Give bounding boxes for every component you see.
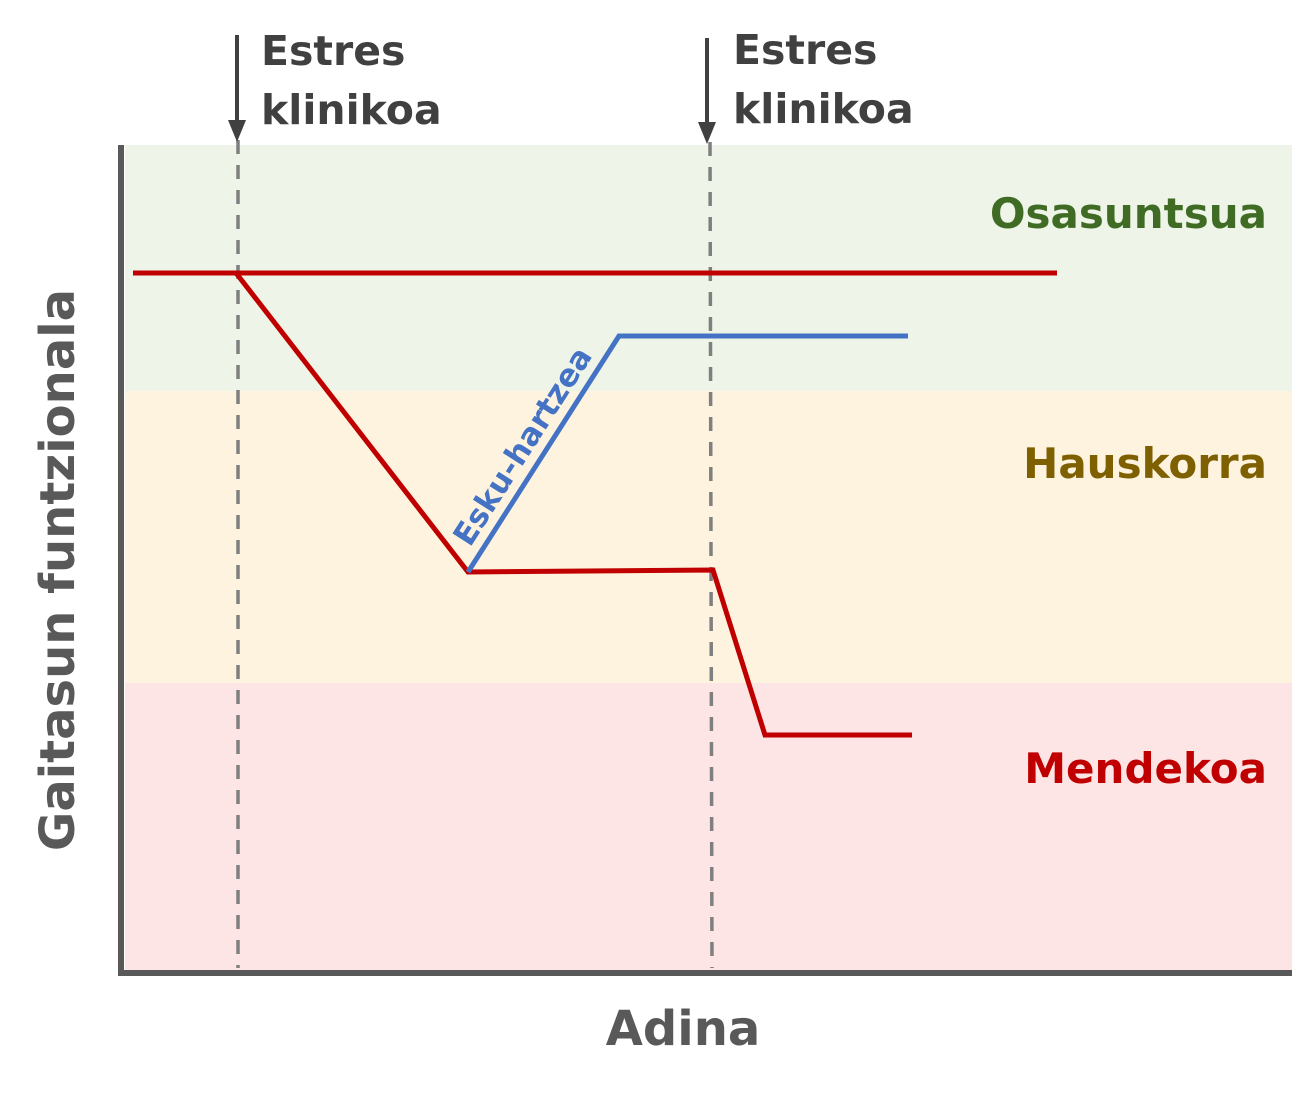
zone-label-frail: Hauskorra	[1023, 439, 1267, 488]
zone-healthy-band	[125, 145, 1292, 391]
declining-trajectory	[234, 271, 912, 738]
stress-dashed-line-2	[708, 141, 714, 969]
zone-label-healthy: Osasuntsua	[990, 189, 1267, 238]
stress-label-1-line1: Estres	[261, 27, 405, 75]
zone-dependent-band	[125, 683, 1292, 970]
stress-label-1-line2: klinikoa	[261, 86, 442, 134]
stress-arrow-1	[228, 35, 246, 142]
arrow-down-icon	[698, 122, 716, 144]
y-axis-label: Gaitasun funtzionala	[30, 289, 86, 851]
stress-arrow-2	[698, 38, 716, 144]
stress-label-2-line2: klinikoa	[733, 85, 914, 133]
arrow-down-icon	[228, 120, 246, 142]
x-axis-label: Adina	[606, 1001, 761, 1057]
zone-label-dependent: Mendekoa	[1024, 744, 1267, 793]
zone-frail-band	[125, 391, 1292, 683]
stress-label-2-line1: Estres	[733, 26, 877, 74]
intervention-trajectory	[465, 333, 908, 574]
